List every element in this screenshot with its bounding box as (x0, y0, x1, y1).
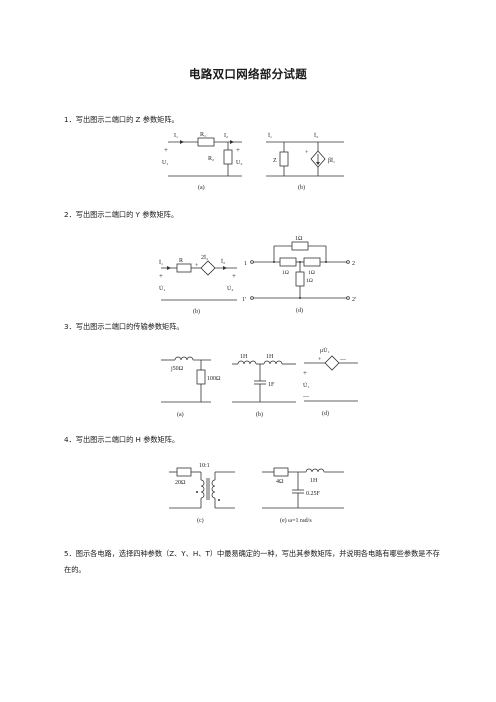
label-i2: İ₂ (314, 132, 318, 139)
question-2: 2．写出图示二端口的 Y 参数矩阵。 (64, 210, 179, 219)
figure-q3a: j50Ω 100Ω (a) (161, 356, 221, 418)
label-4ohm: 4Ω (276, 479, 284, 485)
label-u1: U̇₁ (303, 382, 309, 389)
label-1h-right: 1H (266, 354, 274, 360)
label-1h-left: 1H (240, 354, 248, 360)
label-plus-2: + (232, 272, 236, 280)
caption-q3b: (b) (256, 411, 263, 418)
label-top-1ohm: 1Ω (295, 236, 303, 242)
label-plus-1: + (159, 272, 163, 280)
label-u2: U₂ (236, 160, 242, 166)
label-r1: R₁ (200, 132, 206, 138)
figure-q3d: μU̇₁ + + U̇₁ — — (d) (302, 347, 358, 417)
label-mid-1ohm: 1Ω (306, 278, 313, 284)
label-u1: U₁ (162, 160, 168, 166)
figure-q3b: 1H 1H 1F (b) (232, 354, 296, 418)
caption-q1b: (b) (298, 184, 305, 191)
question-3: 3．写出图示二端口的传输参数矩阵。 (64, 322, 184, 331)
caption-q2d: (d) (296, 307, 303, 314)
label-port1-prime: 1' (242, 297, 246, 303)
page-title: 电路双口网络部分试题 (189, 67, 307, 81)
caption-q3a: (a) (177, 411, 184, 418)
question-5: 5．图示各电路，选择四种参数（Z、Y、H、T）中最易确定的一种，写出其参数矩阵，… (64, 549, 440, 574)
question-4: 4．写出图示二端口的 H 参数矩阵。 (64, 435, 180, 444)
label-mu-u1: μU̇₁ (320, 347, 330, 354)
figure-q2d: 1Ω 1 2 1Ω 1Ω 1Ω 1' 2' (d) (242, 236, 356, 314)
label-1f: 1F (268, 382, 275, 388)
caption-q2b: (b) (193, 308, 200, 315)
label-100ohm: 100Ω (207, 376, 221, 382)
label-plus: + (305, 150, 309, 156)
label-z: Z (273, 158, 277, 164)
label-i1: İ₁ (268, 132, 272, 139)
label-plus-1: + (164, 146, 168, 154)
label-plus-2: + (236, 146, 240, 154)
label-1h: 1H (310, 478, 318, 484)
label-u1: U̇₁ (159, 285, 165, 292)
figure-q4e: 4Ω 1H 0.25F (e) ω=1 rad/s (262, 467, 344, 524)
label-plus-port: + (303, 369, 307, 377)
label-port2: 2 (352, 261, 355, 267)
caption-q4e: (e) ω=1 rad/s (280, 517, 312, 524)
label-i2: I₂ (224, 133, 228, 139)
label-port2-prime: 2' (352, 297, 356, 303)
label-025f: 0.25F (306, 491, 321, 497)
label-beta-i1: βİ₁ (328, 157, 335, 164)
label-i1: İ₁ (159, 259, 163, 266)
label-ratio: 10:1 (199, 463, 210, 469)
question-1: 1．写出图示二端口的 Z 参数矩阵。 (64, 115, 179, 124)
label-r: R (179, 258, 183, 264)
label-right-1ohm: 1Ω (308, 270, 315, 276)
figure-q2b: İ₁ R 2İ₂ + İ₂ + + U̇₁ U̇₂ (b) (159, 254, 237, 315)
caption-q1a: (a) (198, 184, 205, 191)
label-i1: I₁ (174, 133, 178, 139)
caption-q4c: (c) (197, 517, 204, 524)
figure-q1a: I₁ R₁ I₂ + + U₁ R₂ U₂ (a) (162, 132, 242, 191)
label-port1: 1 (244, 261, 247, 267)
figure-q4c: 10:1 20Ω (c) (169, 463, 235, 524)
caption-q3d: (d) (322, 410, 329, 417)
label-j50ohm: j50Ω (170, 366, 184, 372)
label-u2: U̇₂ (227, 285, 233, 292)
label-r2: R₂ (208, 156, 214, 162)
label-plus-source: + (318, 357, 322, 363)
label-20ohm: 20Ω (175, 480, 186, 486)
figure-q1b: İ₁ İ₂ Z βİ₁ + (b) (266, 132, 344, 191)
label-left-1ohm: 1Ω (282, 270, 289, 276)
label-minus-source: — (339, 357, 347, 363)
label-i2: İ₂ (221, 258, 225, 265)
label-2i2: 2İ₂ (201, 254, 208, 261)
label-minus-port: — (302, 394, 310, 400)
label-plus-source: + (195, 263, 199, 269)
